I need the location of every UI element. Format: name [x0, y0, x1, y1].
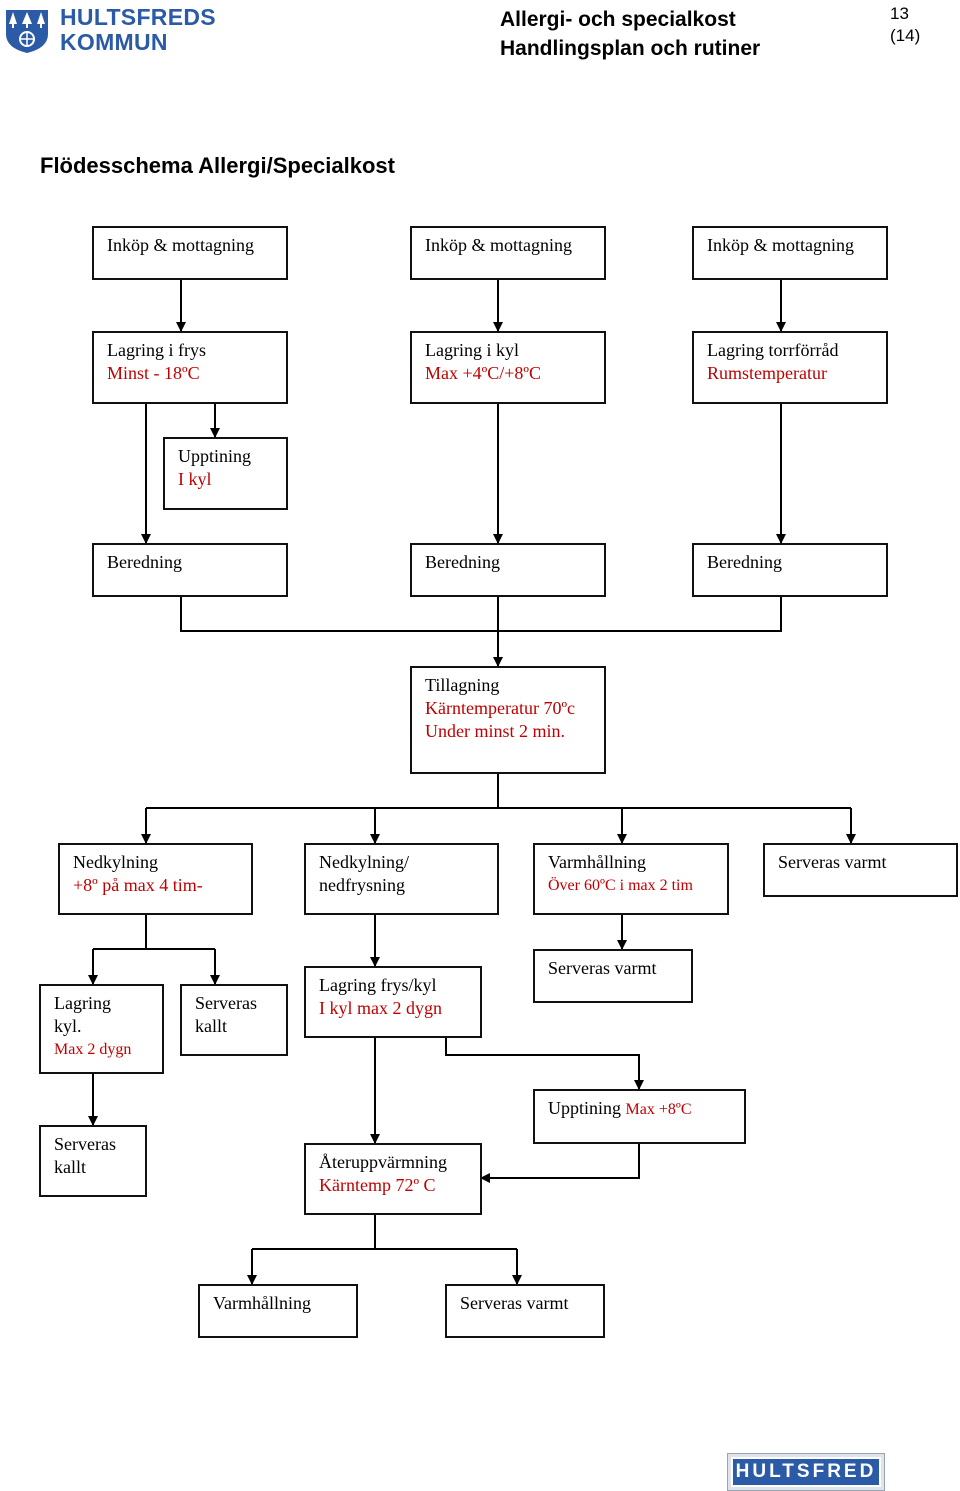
step-note: Rumstemperatur: [707, 363, 827, 383]
step-keep-warm-1: Varmhållning Över 60ºC i max 2 tim: [533, 843, 729, 915]
step-label: Varmhållning: [548, 852, 646, 872]
step-serve-warm-1: Serveras varmt: [763, 843, 958, 897]
step-label: Nedkylning/: [319, 852, 409, 872]
step-purchase-2: Inköp & mottagning: [410, 226, 606, 280]
logo-text-line1: HULTSFREDS: [60, 4, 216, 30]
step-preparation-1: Beredning: [92, 543, 288, 597]
step-label: Tillagning: [425, 675, 500, 695]
step-label: Inköp & mottagning: [107, 235, 254, 255]
step-note: Under minst 2 min.: [425, 721, 565, 741]
step-label: Beredning: [425, 552, 500, 572]
step-label: Lagring i kyl: [425, 340, 519, 360]
step-thaw: Upptining I kyl: [163, 437, 288, 510]
step-label: Upptining Max +8ºC: [548, 1097, 731, 1121]
step-note: Minst - 18ºC: [107, 363, 200, 383]
page-indicator: 13 (14): [890, 3, 920, 47]
step-note: Max 2 dygn: [54, 1041, 132, 1058]
step-label: Lagring torrförråd: [707, 340, 839, 360]
coat-of-arms-icon: [6, 10, 48, 53]
step-label: Serveras varmt: [548, 958, 657, 978]
step-fridge-store: Lagring kyl. Max 2 dygn: [39, 984, 164, 1074]
footer-logo-text: HULTSFRED: [731, 1457, 881, 1487]
page-total: (14): [890, 26, 921, 45]
step-note: Kärntemp 72º C: [319, 1175, 436, 1195]
step-serve-cold-1: Serveras kallt: [180, 984, 288, 1056]
diagram-title: Flödesschema Allergi/Specialkost: [40, 153, 395, 178]
step-note: I kyl max 2 dygn: [319, 998, 442, 1018]
step-label-text: Upptining: [548, 1098, 622, 1118]
step-note: Över 60ºC i max 2 tim: [548, 877, 693, 894]
footer-logo: HULTSFRED: [727, 1453, 885, 1491]
step-label: kallt: [195, 1016, 227, 1036]
step-cooldown-freeze: Nedkylning/ nedfrysning: [304, 843, 499, 915]
step-label: Nedkylning: [73, 852, 158, 872]
step-label: Beredning: [107, 552, 182, 572]
step-reheat: Återuppvärmning Kärntemp 72º C: [304, 1143, 482, 1215]
step-note: I kyl: [178, 469, 212, 489]
step-purchase-3: Inköp & mottagning: [692, 226, 888, 280]
step-note: Max +4ºC/+8ºC: [425, 363, 541, 383]
step-note: Max +8ºC: [625, 1101, 692, 1118]
step-cooking: Tillagning Kärntemperatur 70ºc Under min…: [410, 666, 606, 774]
step-note: Kärntemperatur 70ºc: [425, 698, 576, 718]
step-note: +8º på max 4 tim-: [73, 875, 203, 895]
step-thaw-2: Upptining Max +8ºC: [533, 1089, 746, 1144]
step-label: Inköp & mottagning: [425, 235, 572, 255]
step-fridge-storage: Lagring i kyl Max +4ºC/+8ºC: [410, 331, 606, 404]
step-label: Varmhållning: [213, 1293, 311, 1313]
step-label: kallt: [54, 1157, 86, 1177]
step-freezer-storage: Lagring i frys Minst - 18ºC: [92, 331, 288, 404]
step-label: Återuppvärmning: [319, 1152, 447, 1172]
step-dry-storage: Lagring torrförråd Rumstemperatur: [692, 331, 888, 404]
step-label: Inköp & mottagning: [707, 235, 854, 255]
step-label: Serveras: [54, 1134, 116, 1154]
logo-text-line2: KOMMUN: [60, 29, 168, 55]
step-serve-cold-2: Serveras kallt: [39, 1125, 147, 1197]
step-preparation-2: Beredning: [410, 543, 606, 597]
step-label: nedfrysning: [319, 875, 405, 895]
document-title: Allergi- och specialkost Handlingsplan o…: [500, 5, 760, 63]
step-serve-warm-3: Serveras varmt: [445, 1284, 605, 1338]
step-label: Upptining: [178, 446, 252, 466]
step-cooldown: Nedkylning +8º på max 4 tim-: [58, 843, 253, 915]
step-label: kyl.: [54, 1016, 82, 1036]
document-title-line2: Handlingsplan och rutiner: [500, 37, 761, 60]
step-preparation-3: Beredning: [692, 543, 888, 597]
step-label: Lagring i frys: [107, 340, 206, 360]
step-label: Serveras varmt: [778, 852, 887, 872]
document-title-line1: Allergi- och specialkost: [500, 8, 736, 31]
step-freeze-fridge-store: Lagring frys/kyl I kyl max 2 dygn: [304, 966, 482, 1038]
step-label: Beredning: [707, 552, 782, 572]
step-label: Serveras: [195, 993, 257, 1013]
page-number: 13: [890, 4, 909, 23]
step-serve-warm-2: Serveras varmt: [533, 949, 693, 1003]
municipality-logo: HULTSFREDS KOMMUN: [4, 4, 216, 55]
step-label: Serveras varmt: [460, 1293, 569, 1313]
step-label: Lagring: [54, 993, 111, 1013]
step-keep-warm-2: Varmhållning: [198, 1284, 358, 1338]
step-label: Lagring frys/kyl: [319, 975, 437, 995]
step-purchase-1: Inköp & mottagning: [92, 226, 288, 280]
